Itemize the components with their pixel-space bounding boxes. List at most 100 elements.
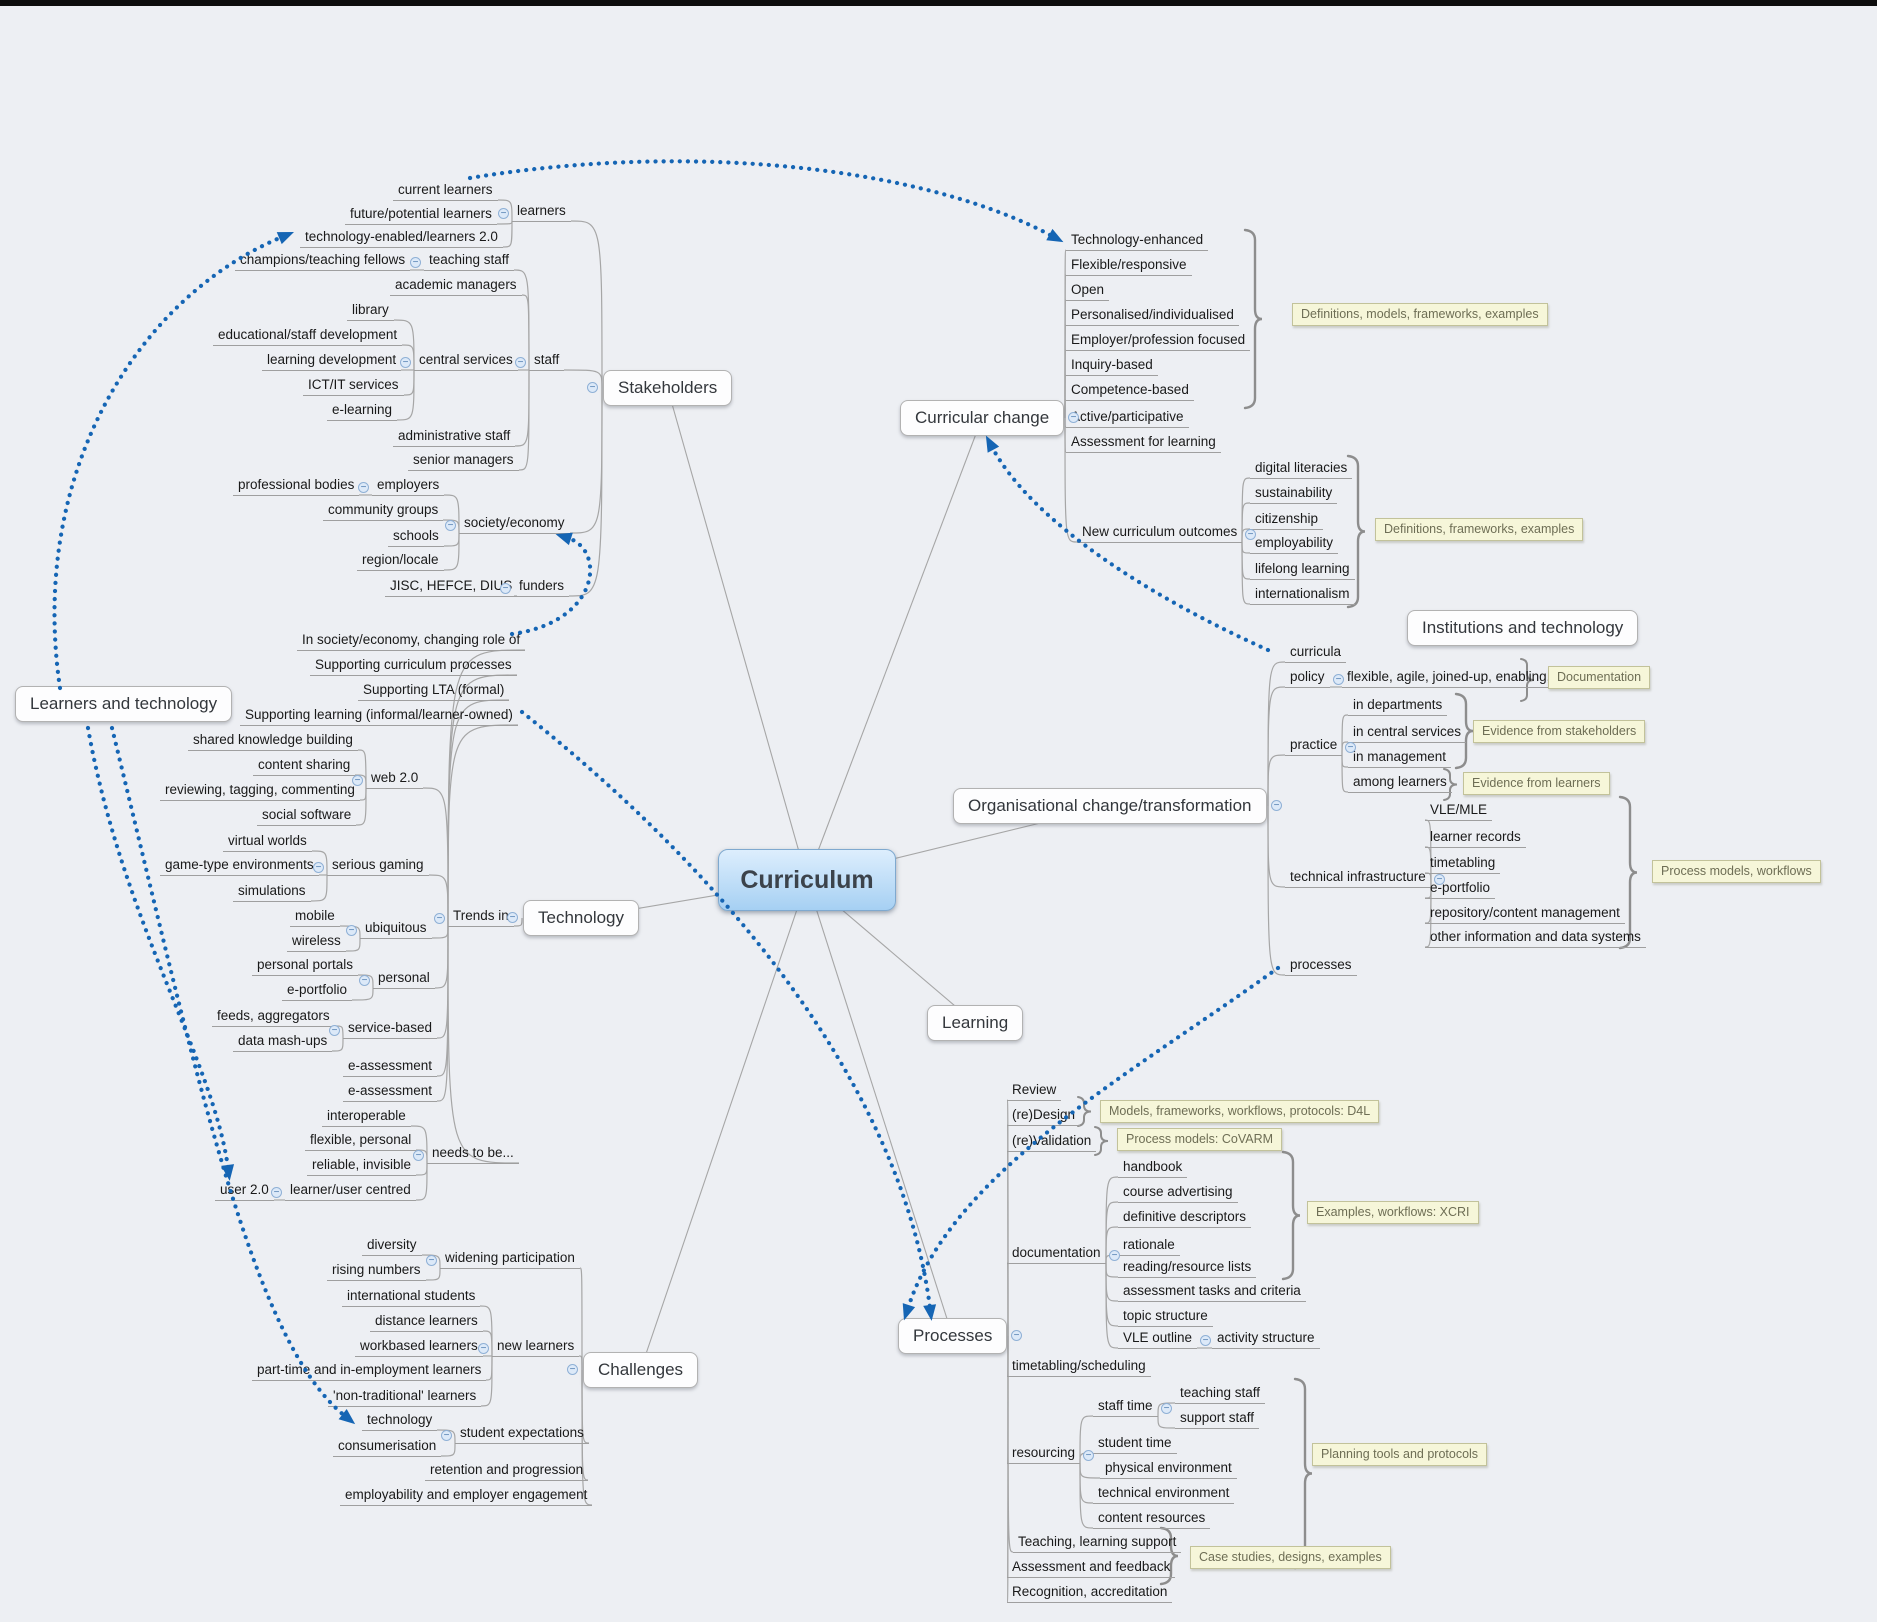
topic-rationale[interactable]: rationale (1118, 1236, 1180, 1256)
topic-workbased-learners[interactable]: workbased learners (355, 1337, 483, 1357)
topic-data-mash-ups[interactable]: data mash-ups (233, 1032, 333, 1052)
main-topic-org-change[interactable]: Organisational change/transformation (953, 788, 1267, 824)
topic-in-management[interactable]: in management (1348, 748, 1452, 768)
collapse-icon-web-20[interactable]: − (352, 775, 363, 786)
topic-current-learners[interactable]: current learners (393, 181, 498, 201)
main-topic-technology[interactable]: Technology (523, 900, 640, 936)
topic-schools[interactable]: schools (388, 527, 444, 547)
note-process-covarm[interactable]: Process models: CoVARM (1117, 1128, 1283, 1151)
topic-interoperable[interactable]: interoperable (322, 1107, 411, 1127)
topic-learners[interactable]: learners (512, 202, 571, 222)
topic-part-time-learners[interactable]: part-time and in-employment learners (252, 1361, 487, 1381)
topic-flexible-responsive[interactable]: Flexible/responsive (1066, 256, 1192, 276)
note-case-studies[interactable]: Case studies, designs, examples (1190, 1546, 1391, 1569)
collapse-icon-employers[interactable]: − (358, 482, 369, 493)
topic-wireless[interactable]: wireless (287, 932, 346, 952)
topic-content-resources[interactable]: content resources (1093, 1509, 1211, 1529)
topic-retention-progression[interactable]: retention and progression (425, 1461, 589, 1481)
topic-curricula[interactable]: curricula (1285, 643, 1347, 663)
topic-review[interactable]: Review (1007, 1081, 1062, 1101)
topic-user-20[interactable]: user 2.0 (215, 1181, 274, 1201)
note-evidence-stakeholders[interactable]: Evidence from stakeholders (1473, 720, 1646, 743)
collapse-icon-staff[interactable]: − (515, 357, 526, 368)
topic-internationalism[interactable]: internationalism (1250, 585, 1355, 605)
note-examples-xcri[interactable]: Examples, workflows: XCRI (1307, 1201, 1479, 1224)
topic-jisc-hefce-dius[interactable]: JISC, HEFCE, DIUS (385, 577, 518, 597)
main-topic-processes[interactable]: Processes (898, 1318, 1008, 1354)
topic-needs-to-be[interactable]: needs to be... (427, 1144, 519, 1164)
topic-active-participative[interactable]: Active/participative (1066, 408, 1189, 428)
topic-reviewing-tagging-commenting[interactable]: reviewing, tagging, commenting (160, 781, 360, 801)
topic-teaching-learning-support[interactable]: Teaching, learning support (1013, 1533, 1182, 1553)
topic-service-based[interactable]: service-based (343, 1019, 438, 1039)
topic-technology-expectation[interactable]: technology (362, 1411, 438, 1431)
collapse-icon-resourcing[interactable]: − (1083, 1450, 1094, 1461)
topic-sustainability[interactable]: sustainability (1250, 484, 1338, 504)
topic-reliable-invisible[interactable]: reliable, invisible (307, 1156, 417, 1176)
note-models-d4l[interactable]: Models, frameworks, workflows, protocols… (1100, 1100, 1380, 1123)
main-topic-curricular-change[interactable]: Curricular change (900, 400, 1065, 436)
topic-trends-in[interactable]: Trends in (448, 907, 514, 927)
collapse-icon-learner-user-centred[interactable]: − (271, 1187, 282, 1198)
collapse-icon-learners[interactable]: − (498, 208, 509, 219)
topic-employability[interactable]: employability (1250, 534, 1339, 554)
topic-re-design[interactable]: (re)Design (1007, 1106, 1081, 1126)
topic-physical-environment[interactable]: physical environment (1100, 1459, 1237, 1479)
main-topic-challenges[interactable]: Challenges (583, 1352, 699, 1388)
topic-teaching-staff[interactable]: teaching staff (424, 251, 515, 271)
topic-employers[interactable]: employers (372, 476, 445, 496)
topic-assessment-tasks[interactable]: assessment tasks and criteria (1118, 1282, 1306, 1302)
collapse-icon-processes[interactable]: − (1011, 1330, 1022, 1341)
topic-rising-numbers[interactable]: rising numbers (327, 1261, 426, 1281)
topic-supporting-lta[interactable]: Supporting LTA (formal) (358, 681, 510, 701)
topic-digital-literacies[interactable]: digital literacies (1250, 459, 1353, 479)
collapse-icon-new-curriculum-outcomes[interactable]: − (1245, 529, 1256, 540)
collapse-icon-widening-participation[interactable]: − (426, 1255, 437, 1266)
collapse-icon-practice[interactable]: − (1345, 742, 1356, 753)
topic-policy[interactable]: policy (1285, 668, 1330, 688)
topic-learning-development[interactable]: learning development (262, 351, 402, 371)
topic-learner-records[interactable]: learner records (1425, 828, 1526, 848)
topic-vle-outline[interactable]: VLE outline (1118, 1329, 1198, 1349)
topic-personalised-individualised[interactable]: Personalised/individualised (1066, 306, 1239, 326)
collapse-icon-trends-in[interactable]: − (434, 913, 445, 924)
floating-topic-learners-technology[interactable]: Learners and technology (15, 686, 233, 722)
main-topic-stakeholders[interactable]: Stakeholders (603, 370, 733, 406)
topic-support-staff[interactable]: support staff (1175, 1409, 1260, 1429)
note-definitions-frameworks[interactable]: Definitions, frameworks, examples (1375, 518, 1584, 541)
topic-assessment-feedback[interactable]: Assessment and feedback (1007, 1558, 1176, 1578)
collapse-icon-stakeholders[interactable]: − (587, 382, 598, 393)
collapse-icon-teaching-staff[interactable]: − (410, 257, 421, 268)
collapse-icon-challenges[interactable]: − (567, 1364, 578, 1375)
topic-new-curriculum-outcomes[interactable]: New curriculum outcomes (1077, 523, 1243, 543)
topic-resourcing[interactable]: resourcing (1007, 1444, 1081, 1464)
note-planning-tools[interactable]: Planning tools and protocols (1312, 1443, 1488, 1466)
topic-supporting-learning[interactable]: Supporting learning (informal/learner-ow… (240, 706, 518, 726)
topic-staff-time[interactable]: staff time (1093, 1397, 1158, 1417)
topic-practice[interactable]: practice (1285, 736, 1343, 756)
topic-international-students[interactable]: international students (342, 1287, 481, 1307)
topic-definitive-descriptors[interactable]: definitive descriptors (1118, 1208, 1252, 1228)
topic-processes-org[interactable]: processes (1285, 956, 1357, 976)
topic-lifelong-learning[interactable]: lifelong learning (1250, 560, 1355, 580)
topic-mobile[interactable]: mobile (290, 907, 340, 927)
topic-staff[interactable]: staff (529, 351, 565, 371)
topic-feeds-aggregators[interactable]: feeds, aggregators (212, 1007, 335, 1027)
topic-content-sharing[interactable]: content sharing (253, 756, 356, 776)
topic-administrative-staff[interactable]: administrative staff (393, 427, 516, 447)
topic-serious-gaming[interactable]: serious gaming (327, 856, 429, 876)
collapse-icon-central-services[interactable]: − (400, 357, 411, 368)
topic-e-portfolio-infra[interactable]: e-portfolio (1425, 879, 1496, 899)
collapse-icon-needs-to-be[interactable]: − (413, 1150, 424, 1161)
collapse-icon-documentation[interactable]: − (1109, 1250, 1120, 1261)
topic-funders[interactable]: funders (514, 577, 570, 597)
topic-teaching-staff-resource[interactable]: teaching staff (1175, 1384, 1266, 1404)
topic-recognition-accreditation[interactable]: Recognition, accreditation (1007, 1583, 1173, 1603)
topic-e-learning[interactable]: e-learning (327, 401, 398, 421)
topic-professional-bodies[interactable]: professional bodies (233, 476, 360, 496)
collapse-icon-personal[interactable]: − (359, 975, 370, 986)
topic-re-validation[interactable]: (re)Validation (1007, 1132, 1097, 1152)
central-topic-curriculum[interactable]: Curriculum (718, 849, 896, 911)
topic-personal[interactable]: personal (373, 969, 435, 989)
topic-competence-based[interactable]: Competence-based (1066, 381, 1194, 401)
